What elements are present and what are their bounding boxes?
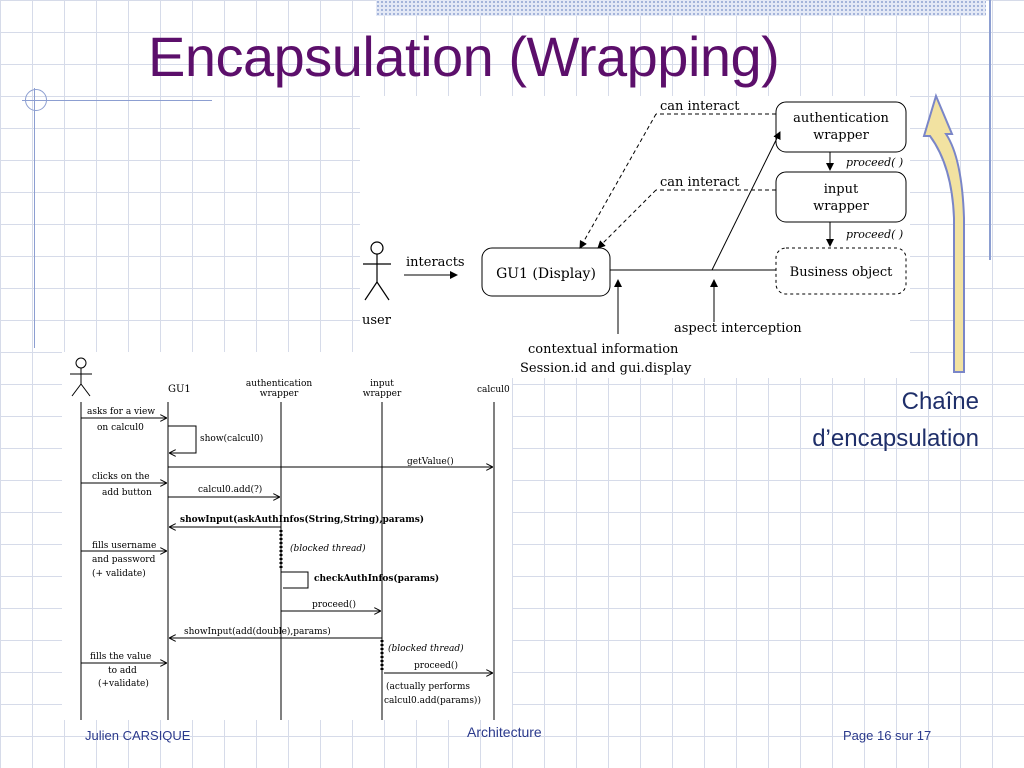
footer-section: Architecture — [467, 724, 542, 740]
msg-7a: fills username — [92, 541, 156, 551]
lifeline-auth-label-2: wrapper — [260, 389, 299, 399]
decor-vertical-line-left — [34, 88, 35, 348]
sequence-diagram: GU1 authentication wrapper input wrapper… — [62, 352, 512, 720]
can-interact-arrow-1 — [579, 113, 657, 249]
decor-horizontal-line — [22, 100, 212, 101]
msg-7b: and password — [92, 555, 156, 565]
lifeline-gui-label: GU1 — [168, 384, 191, 395]
lifeline-input-label-2: wrapper — [363, 389, 402, 399]
user-actor-icon — [363, 241, 391, 301]
proceed-label-1: proceed( ) — [846, 156, 903, 169]
business-object-box — [775, 247, 907, 295]
lifeline-calcul-label: calcul0 — [477, 385, 510, 395]
msg-11: showInput(add(double),params) — [184, 626, 331, 637]
msg-4a: clicks on the — [92, 472, 150, 482]
msg-12: (blocked thread) — [388, 643, 464, 654]
msg-1b: on calcul0 — [97, 423, 144, 433]
footer-author: Julien CARSIQUE — [85, 728, 191, 743]
sequence-svg: GU1 authentication wrapper input wrapper… — [70, 357, 510, 720]
slide-title: Encapsulation (Wrapping) — [148, 25, 780, 88]
top-dotted-band — [376, 0, 986, 16]
lifelines — [80, 402, 495, 720]
context-label-1: contextual information — [528, 342, 679, 357]
footer-page-number: Page 16 sur 17 — [843, 728, 932, 743]
wrapping-architecture-diagram: user interacts GU1 (Display) authenticat… — [360, 96, 910, 378]
lifeline-auth-label-1: authentication — [246, 379, 313, 389]
msg-13b: to add — [108, 666, 137, 676]
chain-label: Chaîne d’encapsulation — [812, 383, 979, 457]
msg-2: show(calcul0) — [200, 433, 263, 444]
sequence-messages: asks for a view on calcul0 show(calcul0)… — [81, 407, 492, 706]
interception-link — [711, 131, 781, 271]
chain-label-line-2: d’encapsulation — [812, 425, 979, 452]
decor-circle — [25, 89, 47, 111]
auth-label-2: wrapper — [813, 128, 869, 143]
msg-3: getValue() — [407, 456, 454, 467]
msg-9: checkAuthInfos(params) — [314, 573, 439, 584]
aspect-label: aspect interception — [674, 321, 802, 336]
context-label-2: Session.id and gui.display — [520, 361, 692, 376]
lifeline-input-label-1: input — [370, 379, 394, 389]
msg-5: calcul0.add(?) — [198, 484, 262, 495]
interacts-label: interacts — [406, 255, 465, 270]
business-label: Business object — [790, 265, 893, 280]
msg-1a: asks for a view — [87, 407, 155, 417]
can-interact-arrow-2 — [597, 189, 657, 249]
gui-label: GU1 (Display) — [496, 266, 596, 282]
msg-7c: (+ validate) — [92, 568, 146, 579]
msg-4b: add button — [102, 488, 152, 498]
can-interact-label-2: can interact — [660, 175, 740, 190]
msg-8: (blocked thread) — [290, 543, 366, 554]
msg-10: proceed() — [312, 599, 356, 610]
input-wrapper-box — [775, 171, 907, 223]
proceed-label-2: proceed( ) — [846, 228, 903, 241]
gui-box — [481, 247, 611, 297]
input-label-1: input — [824, 182, 859, 197]
msg-15b: calcul0.add(params)) — [384, 695, 481, 706]
sequence-actor-icon — [70, 357, 92, 397]
msg-14: proceed() — [414, 660, 458, 671]
encapsulation-chain-arrow-icon — [922, 93, 965, 373]
auth-label-1: authentication — [793, 111, 889, 126]
decor-vertical-line-right — [989, 0, 991, 260]
msg-6: showInput(askAuthInfos(String,String),pa… — [180, 514, 424, 525]
can-interact-label-1: can interact — [660, 99, 740, 114]
msg-13a: fills the value — [90, 652, 151, 662]
actor-label: user — [362, 313, 392, 328]
diagram-svg: user interacts GU1 (Display) authenticat… — [362, 99, 907, 376]
chain-label-line-1: Chaîne — [901, 388, 979, 415]
msg-13c: (+validate) — [98, 678, 149, 689]
msg-15a: (actually performs — [386, 681, 470, 692]
input-label-2: wrapper — [813, 199, 869, 214]
auth-wrapper-box — [775, 101, 907, 153]
